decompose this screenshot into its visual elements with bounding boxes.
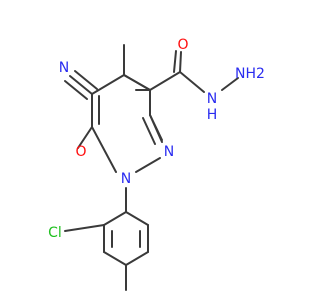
atom-label-ring-n1: N — [121, 171, 131, 187]
bond-21 — [221, 77, 239, 91]
bond-20 — [179, 71, 205, 93]
bond-15 — [149, 114, 163, 143]
bond-8 — [149, 71, 181, 91]
bond-14 — [91, 126, 117, 173]
bond-16 — [142, 117, 156, 145]
bond-10 — [123, 74, 151, 91]
bond-24 — [125, 211, 149, 226]
atom-label-amide-n: N — [207, 91, 217, 107]
atom-label-amide-h: H — [207, 107, 218, 123]
bond-32 — [64, 224, 105, 232]
bond-13 — [77, 126, 93, 149]
atom-label-ring-n2: N — [164, 144, 174, 160]
bond-lines — [64, 44, 239, 291]
bond-1 — [74, 70, 98, 90]
bond-3 — [91, 74, 125, 95]
atom-label-hydrazine-nh2: NH2 — [235, 66, 265, 82]
atom-label-chlorine: Cl — [48, 225, 62, 241]
atom-label-ketone-o: O — [75, 144, 86, 160]
bond-0 — [69, 75, 93, 95]
bond-17 — [135, 157, 161, 173]
bond-19 — [173, 50, 177, 73]
atom-label-nitrile-n: N — [59, 60, 69, 76]
bond-2 — [64, 80, 88, 100]
bond-23 — [103, 211, 127, 226]
atom-label-amide-o: O — [177, 37, 188, 53]
bond-18 — [179, 51, 182, 73]
bond-29 — [103, 251, 127, 266]
molecule-structure: N O N N O N H NH2 Cl — [48, 37, 265, 291]
bond-30 — [125, 251, 149, 266]
